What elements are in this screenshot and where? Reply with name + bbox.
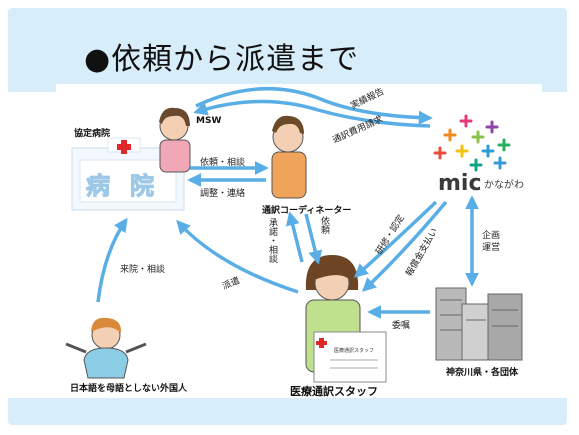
arrow-fee-request [193,99,431,128]
msw-person-icon [159,107,191,173]
mic-logo-sub: かながわ [484,178,524,191]
visit-consult-label: 来院・相談 [120,265,166,275]
arrow-report [195,86,433,125]
foreigner-person-icon [65,317,147,379]
interpreter-staff-icon [305,255,387,383]
arrow-consult-accept [285,211,304,263]
msw-label: MSW [196,116,222,126]
hospital-sign: 病院 [86,172,174,200]
commission-label: 委嘱 [392,321,411,331]
coordinator-label: 通訳コーディネーター [262,206,352,216]
badge-title: 医療通訳スタッフ [334,347,374,354]
arrow-training [353,200,438,278]
hospital-label: 協定病院 [74,129,111,139]
request-consult-label: 依頼・相談 [200,158,246,168]
arrow-reward [361,200,448,292]
adjust-contact-label: 調整・連絡 [200,189,246,199]
foreigner-label: 日本語を母語としない外国人 [70,384,188,394]
mic-logo: mic [438,171,482,196]
arrow-dispatch [176,219,299,294]
kanagawa-label: 神奈川県・各団体 [446,368,519,378]
arrow-request [304,213,323,265]
slide-title: ●依頼から派遣まで [84,42,360,77]
kanagawa-buildings-icon [435,287,523,361]
planning-label: 企画運営 [482,231,501,253]
staff-label: 医療通訳スタッフ [290,385,378,398]
consult-accept-label: 承諾・相談 [267,218,277,263]
mic-logo-icon [433,114,511,172]
request-label: 依頼 [319,216,329,234]
arrow-visit-consult [96,217,128,303]
coordinator-person-icon [271,115,307,199]
